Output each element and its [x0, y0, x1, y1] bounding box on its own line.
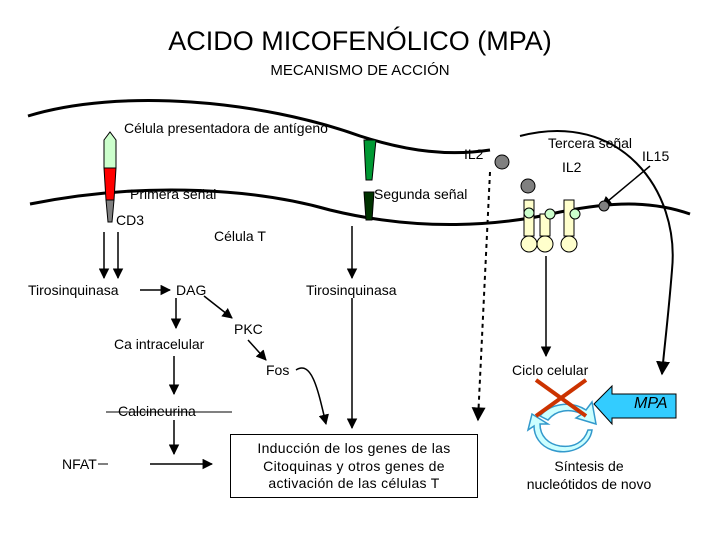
induction-line-3: activación de las células T — [268, 475, 440, 491]
cycle-arrow-lower — [526, 412, 593, 453]
sintesis-line-1: Síntesis de — [554, 458, 624, 474]
primera-senal-receptor-upper — [103, 131, 117, 169]
label-celula-t: Célula T — [214, 228, 266, 244]
inhibition-cross-b — [534, 378, 588, 418]
il2-dashed-arrow — [471, 171, 491, 422]
third-signal-curve — [519, 130, 674, 376]
label-il2-right: IL2 — [562, 159, 582, 175]
il2-left-molecule — [494, 154, 510, 170]
label-primera-senal: Primera señal — [130, 186, 217, 202]
page-subtitle: MECANISMO DE ACCIÓN — [270, 62, 450, 79]
label-tirosinquinasa-right: Tirosinquinasa — [306, 282, 397, 298]
induction-box: Inducción de los genes de las Citoquinas… — [230, 434, 478, 498]
label-segunda-senal: Segunda señal — [374, 186, 468, 202]
fos-to-induction-arrow — [295, 367, 329, 426]
label-ciclo-celular: Ciclo celular — [512, 362, 589, 378]
label-calcineurina: Calcineurina — [118, 403, 196, 419]
dag-to-pkc-arrow — [203, 295, 233, 319]
cd3-receptor — [105, 199, 115, 223]
primera-senal-receptor-red — [103, 167, 117, 201]
il15-molecule — [598, 200, 610, 212]
label-dag: DAG — [176, 282, 207, 298]
label-il15: IL15 — [642, 148, 670, 164]
cycle-arrow-upper — [538, 400, 597, 426]
apc-membrane — [27, 99, 491, 155]
label-cd3: CD3 — [116, 212, 145, 228]
mpa-arrow — [593, 384, 677, 426]
segunda-senal-ligand — [363, 139, 377, 181]
cytokine-receptors — [520, 199, 581, 253]
page-title: ACIDO MICOFENÓLICO (MPA) — [168, 26, 552, 56]
label-pkc: PKC — [234, 321, 263, 337]
il15-arrow — [601, 165, 651, 207]
segunda-senal-receptor — [363, 191, 375, 221]
induction-line-2: Citoquinas y otros genes de — [263, 457, 445, 474]
induction-line-1: Inducción de los genes de las — [257, 440, 451, 456]
label-ca-intracelular: Ca intracelular — [114, 336, 205, 352]
il2-right-molecule — [520, 178, 536, 194]
pkc-to-fos-arrow — [247, 339, 267, 361]
label-fos: Fos — [266, 362, 290, 378]
label-apc: Célula presentadora de antígeno — [124, 120, 328, 136]
label-sintesis: Síntesis de nucleótidos de novo — [514, 458, 664, 493]
label-tercera-senal: Tercera señal — [548, 135, 633, 151]
label-tirosinquinasa-left: Tirosinquinasa — [28, 282, 119, 298]
label-mpa: MPA — [634, 395, 668, 412]
label-il2-left: IL2 — [464, 146, 484, 162]
sintesis-line-2: nucleótidos de novo — [526, 475, 652, 492]
label-nfat: NFAT — [62, 456, 97, 472]
